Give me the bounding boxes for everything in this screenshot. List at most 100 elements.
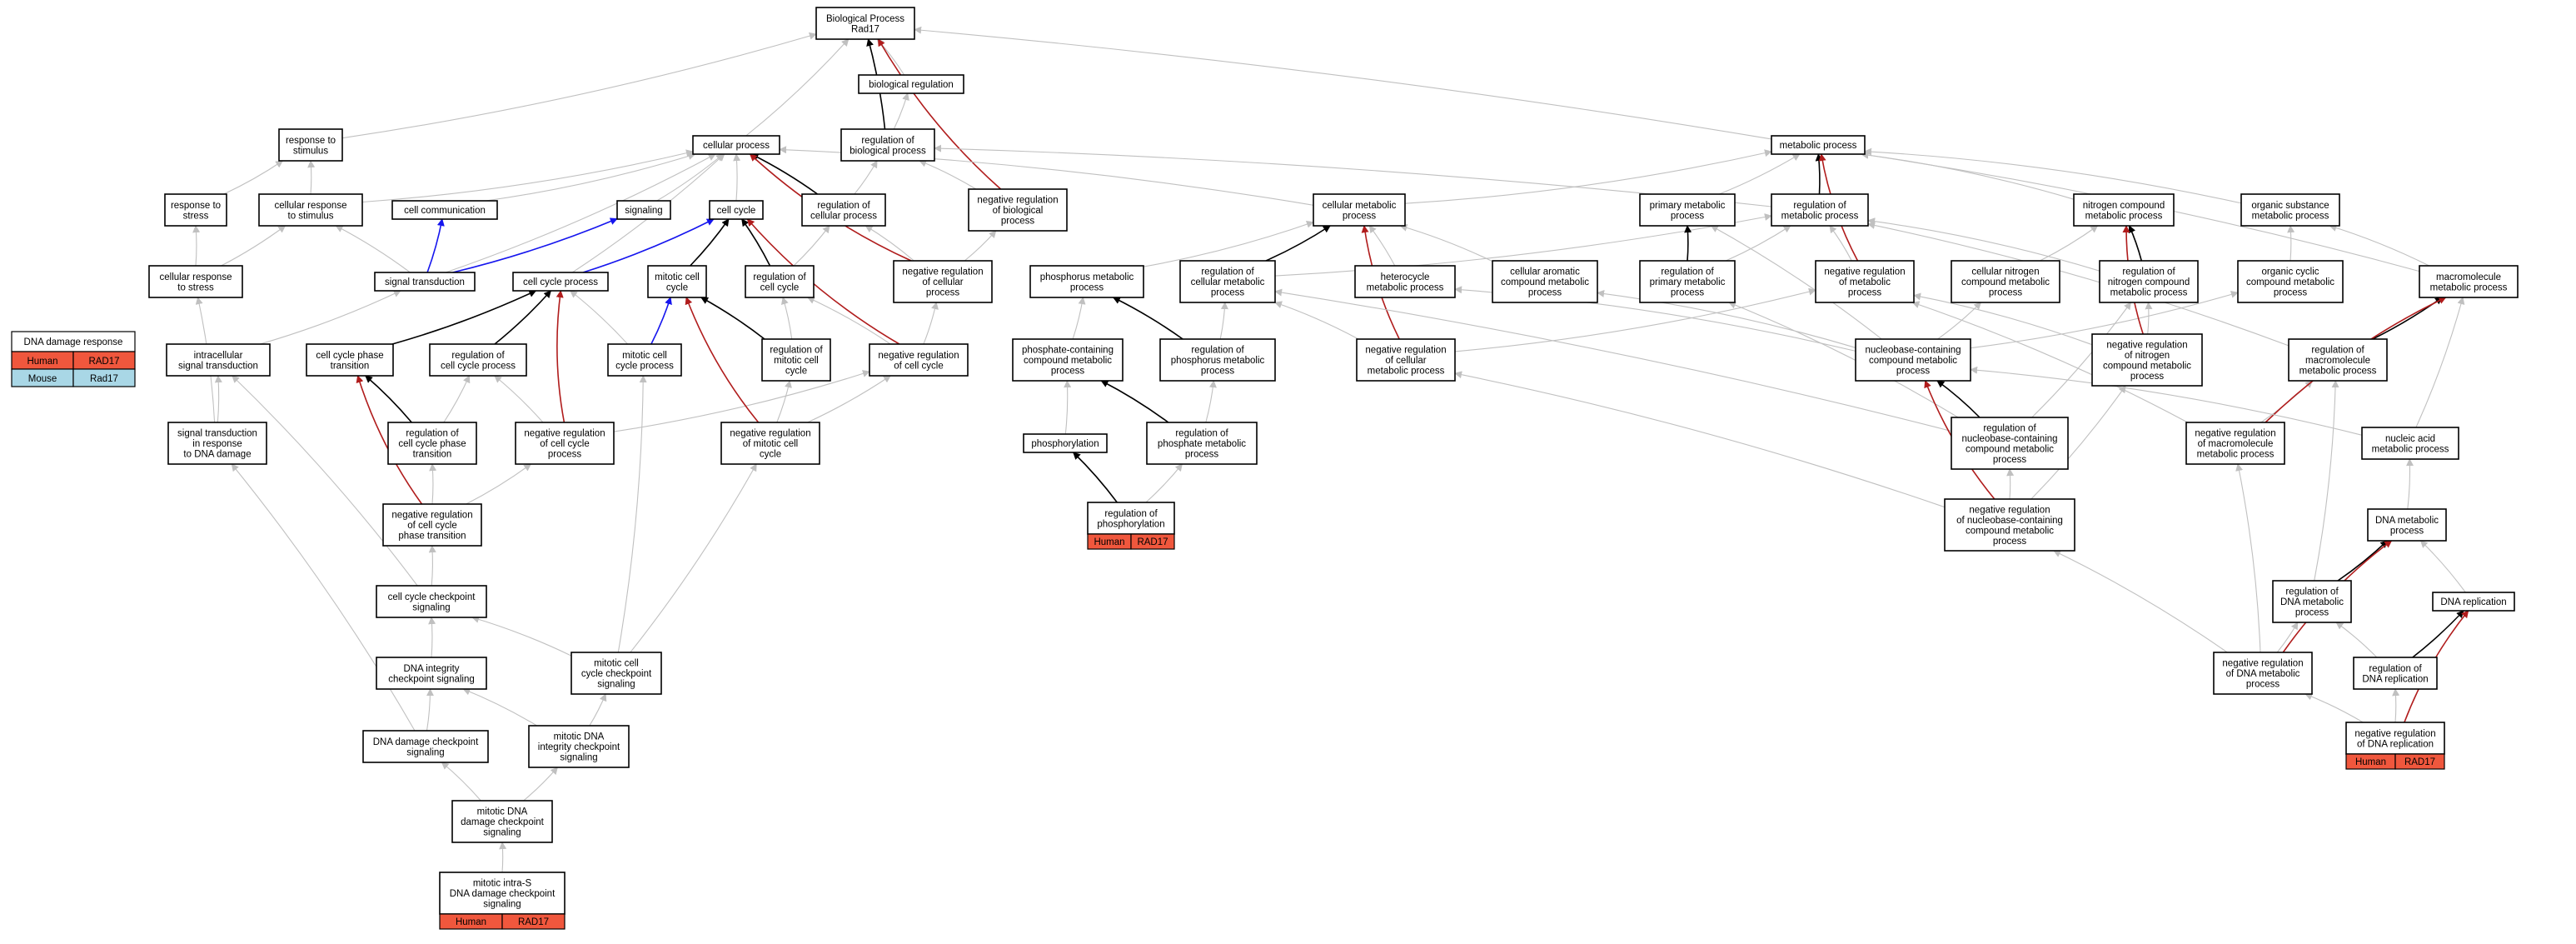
edge-is-a — [1829, 225, 1852, 262]
edge-part-of — [1815, 153, 1823, 195]
edge-is-a — [232, 375, 418, 587]
go-term-box — [1159, 338, 1276, 382]
edge-is-a — [499, 842, 507, 873]
go-term-box — [439, 872, 566, 915]
edge-is-a — [2235, 463, 2261, 653]
edge-is-a — [1205, 380, 1217, 423]
go-term-box — [616, 200, 671, 220]
edge-is-a — [259, 290, 401, 345]
go-term-cellular-process[interactable]: cellular process — [692, 135, 780, 155]
go-term-cell-cycle-process[interactable]: cell cycle process — [512, 272, 609, 292]
go-term-phosphorylation[interactable]: phosphorylation — [1023, 433, 1108, 453]
go-term-metabolic-process[interactable]: metabolic process — [1771, 135, 1866, 155]
go-term-box — [164, 193, 227, 227]
go-term-signal-transduction[interactable]: signal transduction — [374, 272, 476, 292]
edge-is-a — [2304, 692, 2364, 723]
edge-part-of — [494, 290, 552, 345]
edge-is-a — [2406, 458, 2414, 510]
go-term-cell-cycle[interactable]: cell cycle — [709, 200, 764, 220]
go-term-cell-communication[interactable]: cell communication — [391, 200, 498, 220]
edge-is-a — [733, 153, 741, 202]
go-term-dna-replication[interactable]: DNA replication — [2432, 592, 2515, 612]
go-term-biological-regulation[interactable]: biological regulation — [858, 74, 964, 94]
go-term-box — [647, 265, 707, 298]
edge-is-a — [445, 153, 716, 273]
go-term-box — [1313, 193, 1406, 227]
go-term-signaling[interactable]: signaling — [616, 200, 671, 220]
edge-positively-regulates — [582, 218, 715, 273]
annotation-gene: RAD17 — [2404, 757, 2435, 767]
edge-is-a — [2053, 550, 2228, 653]
go-term-box — [148, 265, 243, 298]
edge-is-a — [192, 225, 201, 267]
